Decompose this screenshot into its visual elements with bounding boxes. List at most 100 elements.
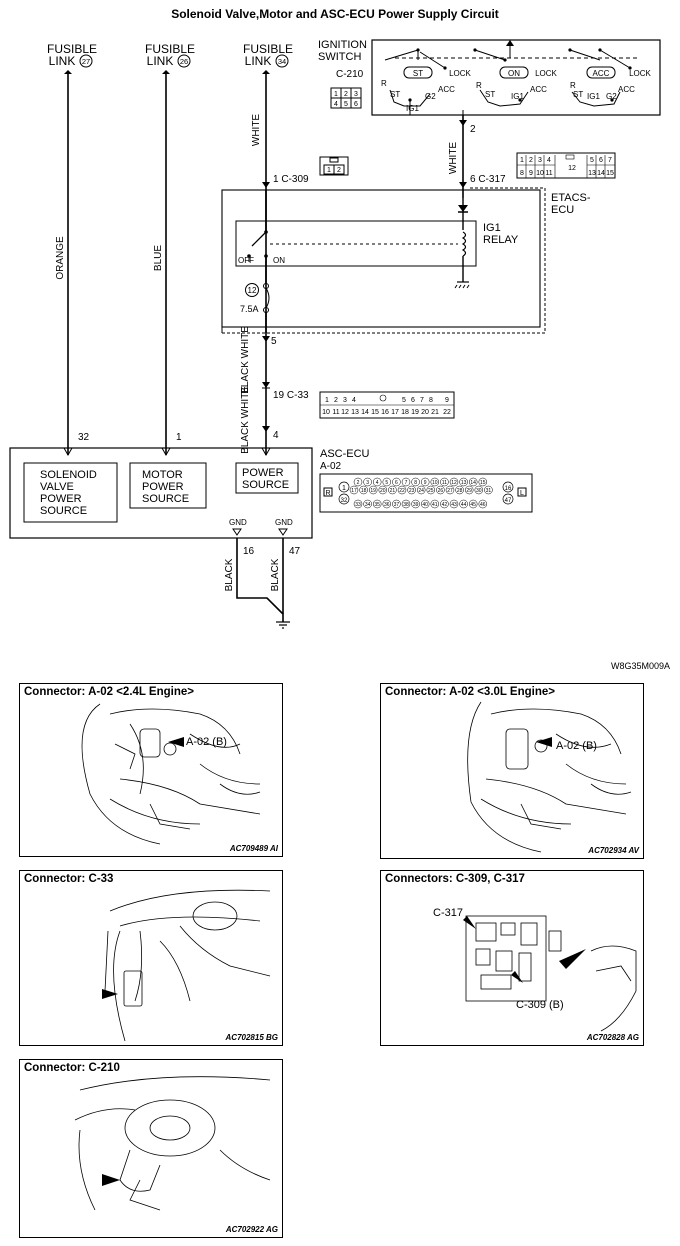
a02-pin-label: 20: [380, 488, 386, 494]
svg-text:9: 9: [445, 397, 449, 404]
illustration-code: AC702815 BG: [225, 1033, 278, 1042]
a02-pin-label: 4: [376, 480, 379, 486]
a02-pin-label: 25: [428, 488, 434, 494]
svg-text:ACC: ACC: [593, 69, 610, 78]
a02-pin: [372, 477, 382, 487]
a02-pin-label: 27: [447, 488, 453, 494]
location-arrow-icon: [463, 916, 476, 929]
svg-text:BLACK: BLACK: [270, 558, 281, 591]
svg-text:IG1: IG1: [483, 222, 501, 234]
wire-blue: BLUE: [153, 245, 164, 271]
svg-text:15: 15: [606, 170, 614, 177]
svg-text:16: 16: [505, 486, 512, 492]
svg-text:6: 6: [411, 397, 415, 404]
a02-pin: [382, 499, 392, 509]
a02-pin: [359, 485, 368, 495]
panel-c33: Connector: C-33 AC702815 BG: [19, 870, 283, 1046]
svg-text:17: 17: [391, 409, 399, 416]
dashboard-illustration: [102, 889, 271, 1042]
a02-pin-label: 42: [442, 502, 448, 508]
svg-text:GND: GND: [229, 518, 247, 527]
svg-text:10: 10: [322, 409, 330, 416]
circuit-diagram: Solenoid Valve,Motor and ASC-ECU Power S…: [9, 7, 670, 671]
a02-pin-label: 22: [399, 488, 405, 494]
asc-ecu-label: ASC-ECU: [320, 448, 370, 460]
a02-pin-label: 34: [365, 502, 371, 508]
panel-title: Connector: C-210: [24, 1062, 120, 1074]
c309-callout: C-309 (B): [516, 999, 564, 1011]
a02-pin: [388, 485, 397, 495]
svg-text:47: 47: [289, 546, 301, 557]
svg-text:16: 16: [381, 409, 389, 416]
a02-pin: [411, 499, 420, 509]
view-arrow-icon: [559, 949, 586, 969]
c309-pin-grid: 1 2: [319, 156, 349, 176]
svg-text:16: 16: [243, 546, 255, 557]
svg-text:4: 4: [547, 157, 551, 164]
a02-pin-label: 37: [394, 502, 400, 508]
svg-text:1: 1: [520, 157, 524, 164]
svg-text:7: 7: [420, 397, 424, 404]
svg-text:14: 14: [597, 170, 605, 177]
illustration-code: AC702828 AG: [586, 1033, 639, 1042]
svg-text:A-02: A-02: [320, 461, 342, 472]
svg-text:21: 21: [431, 409, 439, 416]
a02-pin-label: 41: [432, 502, 438, 508]
a02-pin-label: 26: [438, 488, 444, 494]
junction-block-illustration: [463, 915, 637, 1032]
panel-a02-24l: Connector: A-02 <2.4L Engine> A-02 (B) A…: [19, 683, 283, 857]
svg-text:RELAY: RELAY: [483, 234, 519, 246]
c317-pin-grid: 1 2 3 4 12 5 6 7 8 9 10 11 13 14 15: [516, 152, 616, 179]
location-arrow-icon: [102, 989, 118, 999]
connector-callout: A-02 (B): [186, 736, 227, 748]
a02-pin-label: 28: [457, 488, 463, 494]
a02-pin-label: 14: [470, 480, 476, 486]
etacs-ecu-box: ETACS- ECU: [221, 187, 591, 334]
svg-text:1: 1: [176, 432, 182, 443]
a02-pin: [430, 499, 440, 509]
svg-text:LINK: LINK: [147, 54, 174, 68]
a02-pin-label: 30: [476, 488, 482, 494]
svg-text:20: 20: [421, 409, 429, 416]
a02-pin-label: 7: [405, 480, 408, 486]
a02-pin-label: 19: [370, 488, 376, 494]
a02-pin: [440, 499, 449, 509]
svg-text:OFF: OFF: [238, 256, 254, 265]
svg-text:L: L: [520, 490, 524, 497]
svg-text:32: 32: [78, 432, 90, 443]
svg-text:SOURCE: SOURCE: [242, 479, 289, 491]
a02-pin: [397, 485, 407, 495]
c33-pin-grid: 1 2 3 4 5 6 7 8 9 10 11 12 13 14 15 16 1…: [319, 391, 455, 419]
svg-text:5: 5: [271, 336, 277, 347]
svg-text:ST: ST: [573, 90, 583, 99]
a02-pin-label: 38: [403, 502, 409, 508]
a02-pin-label: 5: [385, 480, 388, 486]
wire-white-2: WHITE: [448, 142, 459, 175]
a02-pin-label: 15: [480, 480, 486, 486]
a02-pin-label: 45: [470, 502, 476, 508]
a02-pin-label: 11: [442, 480, 447, 486]
a02-pin: [436, 485, 445, 495]
a02-pin: [353, 477, 363, 487]
a02-pin: [430, 477, 440, 487]
svg-text:ON: ON: [273, 256, 285, 265]
svg-text:BLACK: BLACK: [224, 558, 235, 591]
svg-text:4: 4: [352, 397, 356, 404]
a02-pin: [378, 485, 388, 495]
a02-pin-label: 36: [384, 502, 390, 508]
svg-text:ST: ST: [485, 90, 495, 99]
a02-pin-label: 44: [461, 502, 467, 508]
a02-pin-label: 12: [451, 480, 457, 486]
svg-text:LOCK: LOCK: [535, 69, 557, 78]
ignition-switch-box: ST ON ACC LOCK LOCK LOCK R R R ST ST ST …: [371, 39, 661, 116]
svg-text:3: 3: [354, 91, 358, 98]
svg-text:POWER: POWER: [242, 467, 284, 479]
a02-pin: [392, 499, 401, 509]
a02-pin: [426, 485, 436, 495]
svg-text:3: 3: [538, 157, 542, 164]
a02-pin-label: 18: [361, 488, 367, 494]
svg-text:3: 3: [343, 397, 347, 404]
a02-pin-label: 40: [422, 502, 428, 508]
panel-title: Connector: A-02 <2.4L Engine>: [24, 686, 194, 698]
a02-pin: [363, 477, 372, 487]
